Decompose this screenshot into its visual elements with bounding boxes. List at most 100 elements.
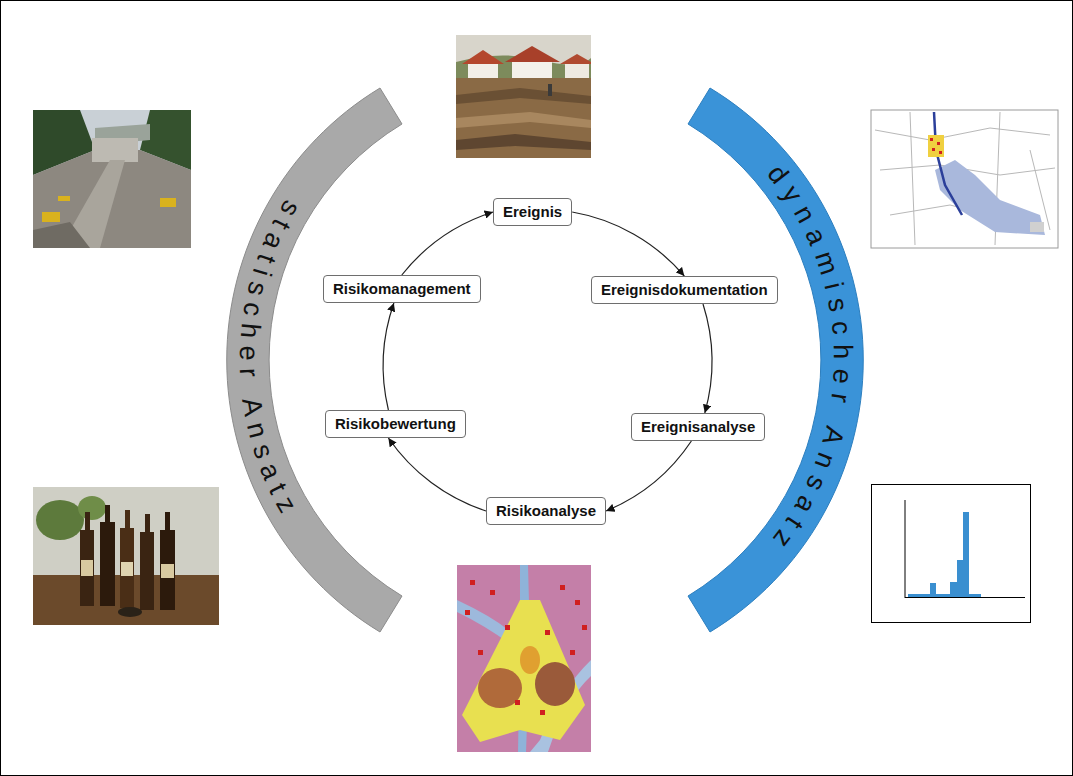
construction-photo-part	[33, 222, 90, 248]
hazard-map-part-part	[540, 710, 545, 715]
hazard-map-part	[457, 565, 591, 752]
process-box: Risikomanagement	[323, 275, 481, 303]
approach-band: dynamischer Ansatz	[684, 84, 866, 636]
hazard-map-part-part	[490, 590, 495, 595]
bottles-photo-part	[105, 505, 110, 524]
hazard-map-part	[520, 646, 540, 674]
bar-chart-part	[905, 597, 1025, 598]
bar-chart-part-part	[930, 583, 936, 597]
mudflow-photo-part	[456, 112, 591, 128]
bar-chart-part	[872, 485, 1031, 623]
hazard-map-part-part	[570, 650, 575, 655]
bar-chart-part-part	[950, 582, 957, 597]
flood-map-part	[1030, 222, 1044, 232]
cycle-arrow	[388, 438, 486, 511]
bottles-photo-part	[100, 522, 115, 606]
process-box: Ereignis	[493, 198, 572, 226]
bottles-photo-part	[118, 607, 142, 617]
band-label: dynamischer Ansatz	[762, 159, 858, 561]
construction-photo	[33, 110, 191, 248]
bar-chart-part-part	[963, 512, 969, 597]
mudflow-photo-part	[548, 84, 552, 96]
mudflow-photo-part	[560, 54, 591, 64]
box-label: Ereignisdokumentation	[601, 281, 768, 299]
box-label: Ereignis	[503, 203, 562, 221]
bottles-photo-part	[145, 514, 150, 534]
bar-chart-part-part	[969, 594, 981, 597]
cycle-arrow	[572, 212, 684, 276]
hazard-map-part-part	[575, 600, 580, 605]
mudflow-photo-part	[456, 35, 591, 158]
box-label: Ereignisanalyse	[641, 418, 755, 436]
bottles-photo-part	[78, 496, 106, 520]
flood-map-part-part	[939, 151, 942, 154]
cycle-arrow	[402, 212, 493, 275]
hazard-map-part-part	[545, 630, 550, 635]
process-box: Ereignisdokumentation	[591, 276, 778, 304]
process-box: Risikoanalyse	[486, 497, 606, 525]
hazard-map-part-part	[478, 650, 483, 655]
bottles-photo-part	[121, 562, 133, 576]
construction-photo-part	[33, 150, 191, 248]
bar-chart-part	[905, 500, 906, 598]
hazard-map-part	[535, 662, 575, 706]
construction-photo-part	[160, 198, 176, 207]
flood-map-part	[928, 135, 944, 157]
bar-chart-part-part	[936, 594, 950, 597]
construction-photo-part	[92, 138, 138, 162]
mudflow-photo-part	[565, 62, 589, 78]
band-arc	[227, 88, 402, 632]
band-shape: dynamischer Ansatz	[684, 84, 866, 636]
hazard-map-part-part	[470, 580, 475, 585]
bar-chart	[872, 485, 1031, 623]
hazard-map	[457, 565, 591, 752]
construction-photo-part	[33, 110, 191, 248]
cycle-arrow	[383, 303, 394, 410]
hazard-map-part	[462, 600, 585, 742]
construction-photo-part	[58, 196, 70, 201]
hazard-map-part	[478, 668, 522, 708]
flood-map-part	[934, 112, 962, 215]
band-shape: statischer Ansatz	[222, 84, 408, 636]
bottles-photo	[33, 487, 219, 625]
mudflow-photo-part	[468, 62, 498, 80]
flood-map-part	[875, 112, 1055, 245]
band-arc	[688, 88, 863, 632]
bottles-photo-part	[125, 510, 130, 530]
approach-band: statischer Ansatz	[222, 84, 408, 636]
process-box: Ereignisanalyse	[631, 413, 765, 441]
cycle-arrow	[606, 441, 691, 511]
bottles-photo-part	[160, 530, 175, 610]
band-label: statischer Ansatz	[234, 195, 307, 524]
hazard-map-part-part	[505, 625, 510, 630]
flood-map-part-part	[930, 138, 933, 141]
bottles-photo-part	[81, 560, 93, 576]
flood-map-part-part	[875, 128, 1050, 140]
cycle-arrow	[703, 304, 712, 413]
bottles-photo-part	[80, 530, 94, 606]
flood-map-part-part	[937, 142, 940, 145]
flood-map-part	[871, 110, 1058, 248]
hazard-map-part	[465, 580, 587, 715]
hazard-map-part-part	[582, 625, 587, 630]
flood-map-part	[930, 138, 942, 154]
bottles-photo-part	[85, 512, 90, 532]
flood-map-part-part	[910, 112, 915, 245]
box-label: Risikomanagement	[333, 280, 471, 298]
bottles-photo-part	[140, 532, 154, 610]
bottles-photo-part	[165, 512, 170, 532]
hazard-map-part-part	[515, 700, 520, 705]
mudflow-photo-part	[456, 88, 591, 104]
bottles-photo-part	[161, 564, 174, 578]
bottles-photo-part	[120, 528, 134, 608]
mudflow-photo-part	[456, 134, 591, 150]
process-box: Risikobewertung	[325, 410, 466, 438]
mudflow-photo-part	[456, 78, 591, 158]
bottles-photo-part	[33, 487, 219, 625]
flood-map	[871, 110, 1058, 248]
bottles-photo-part	[36, 500, 84, 540]
